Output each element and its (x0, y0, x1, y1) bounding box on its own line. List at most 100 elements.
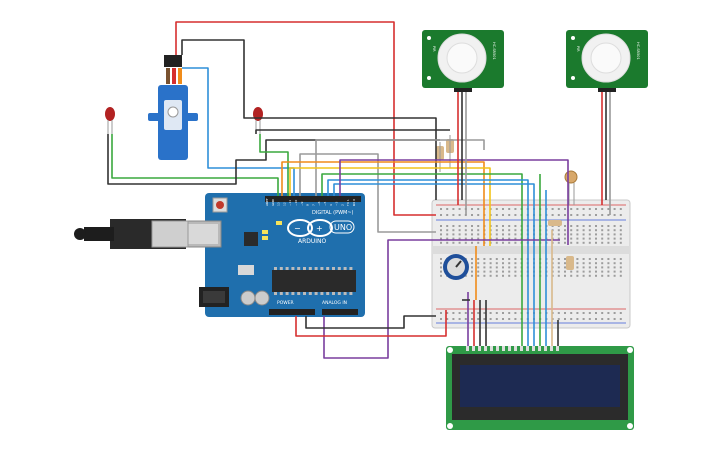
digital-pin-label: AREF (265, 198, 269, 206)
breadboard-hole (582, 266, 585, 269)
breadboard-hole (557, 318, 560, 320)
breadboard-hole (576, 274, 579, 277)
breadboard-hole (440, 225, 442, 227)
breadboard-hole (446, 229, 449, 232)
breadboard-hole (613, 312, 616, 314)
breadboard-hole (570, 229, 573, 232)
lcd-pin (532, 346, 535, 351)
breadboard-hole (613, 266, 616, 269)
breadboard-hole (458, 312, 461, 314)
breadboard-hole (607, 312, 610, 314)
breadboard-hole (601, 262, 604, 265)
breadboard-hole (502, 318, 504, 320)
breadboard-hole (557, 274, 560, 277)
breadboard-hole (619, 233, 622, 236)
lcd-pin (526, 346, 529, 351)
breadboard-hole (458, 208, 461, 210)
lcd-pin (502, 346, 505, 351)
breadboard-hole (582, 225, 585, 227)
breadboard-hole (452, 241, 455, 244)
breadboard-hole (588, 214, 591, 216)
breadboard-hole (495, 214, 498, 216)
breadboard-hole (601, 318, 604, 320)
breadboard-hole (440, 258, 442, 260)
breadboard-hole (514, 208, 517, 210)
breadboard-hole (464, 241, 467, 244)
breadboard-hole (619, 270, 622, 273)
digital-pin-label: ~5 (323, 201, 327, 206)
chip-pin (303, 292, 306, 295)
breadboard-hole (576, 225, 579, 227)
breadboard-hole (595, 312, 597, 314)
breadboard-hole (564, 262, 566, 265)
breadboard-hole (508, 312, 511, 314)
svg-text:−: − (294, 224, 301, 233)
breadboard-hole (576, 266, 579, 269)
breadboard-hole (495, 266, 498, 269)
chip-pin (349, 292, 353, 295)
pir-sensor-right: HC-SR501 PIR (566, 30, 648, 92)
breadboard-hole (502, 229, 504, 232)
breadboard-hole (607, 262, 610, 265)
breadboard-hole (514, 318, 517, 320)
breadboard-hole (446, 208, 449, 210)
breadboard-hole (576, 241, 579, 244)
chip-pin (314, 292, 318, 295)
wires (107, 21, 611, 359)
pir-right-label-2: PIR (576, 46, 580, 52)
arduino-model: UNO (334, 223, 352, 232)
lcd-pin (544, 346, 547, 351)
lcd-pin (514, 346, 517, 351)
breadboard-hole (557, 233, 560, 236)
breadboard-hole (601, 225, 604, 227)
chip-pin (337, 292, 341, 295)
breadboard-hole (613, 318, 616, 320)
breadboard-hole (452, 318, 455, 320)
breadboard-hole (514, 274, 517, 277)
breadboard-hole (471, 229, 473, 232)
breadboard-hole (588, 258, 591, 260)
breadboard-hole (495, 270, 498, 273)
pir-right-label-1: HC-SR501 (636, 42, 640, 60)
breadboard-hole (595, 262, 597, 265)
breadboard-hole (588, 241, 591, 244)
breadboard-hole (582, 229, 585, 232)
breadboard-hole (508, 241, 511, 244)
breadboard-hole (601, 266, 604, 269)
breadboard-hole (464, 318, 467, 320)
breadboard-hole (576, 237, 579, 240)
breadboard-hole (557, 262, 560, 265)
breadboard-hole (570, 312, 573, 314)
breadboard-hole (557, 258, 560, 260)
breadboard-hole (595, 274, 597, 277)
chip-pin (274, 292, 277, 295)
lcd-display (446, 346, 634, 430)
breadboard-hole (452, 214, 455, 216)
breadboard-hole (471, 225, 473, 227)
breadboard-hole (440, 229, 442, 232)
breadboard-hole (607, 266, 610, 269)
breadboard-hole (489, 312, 492, 314)
breadboard-hole (564, 233, 566, 236)
breadboard-hole (601, 233, 604, 236)
chip-pin (332, 267, 335, 270)
breadboard-hole (471, 270, 473, 273)
svg-text:+: + (316, 224, 323, 233)
breadboard-hole (495, 318, 498, 320)
breadboard-hole (601, 312, 604, 314)
breadboard-hole (477, 274, 480, 277)
digital-pin-label: 13 (277, 202, 281, 206)
pir-left-label-1: HC-SR501 (492, 42, 496, 60)
breadboard-hole (508, 233, 511, 236)
breadboard-hole (588, 208, 591, 210)
breadboard-hole (471, 274, 473, 277)
breadboard-hole (564, 237, 566, 240)
breadboard-hole (495, 237, 498, 240)
breadboard-hole (452, 225, 455, 227)
breadboard-hole (483, 266, 486, 269)
breadboard-hole (619, 237, 622, 240)
breadboard-hole (502, 270, 504, 273)
breadboard-hole (619, 229, 622, 232)
breadboard-hole (514, 237, 517, 240)
breadboard-hole (557, 270, 560, 273)
